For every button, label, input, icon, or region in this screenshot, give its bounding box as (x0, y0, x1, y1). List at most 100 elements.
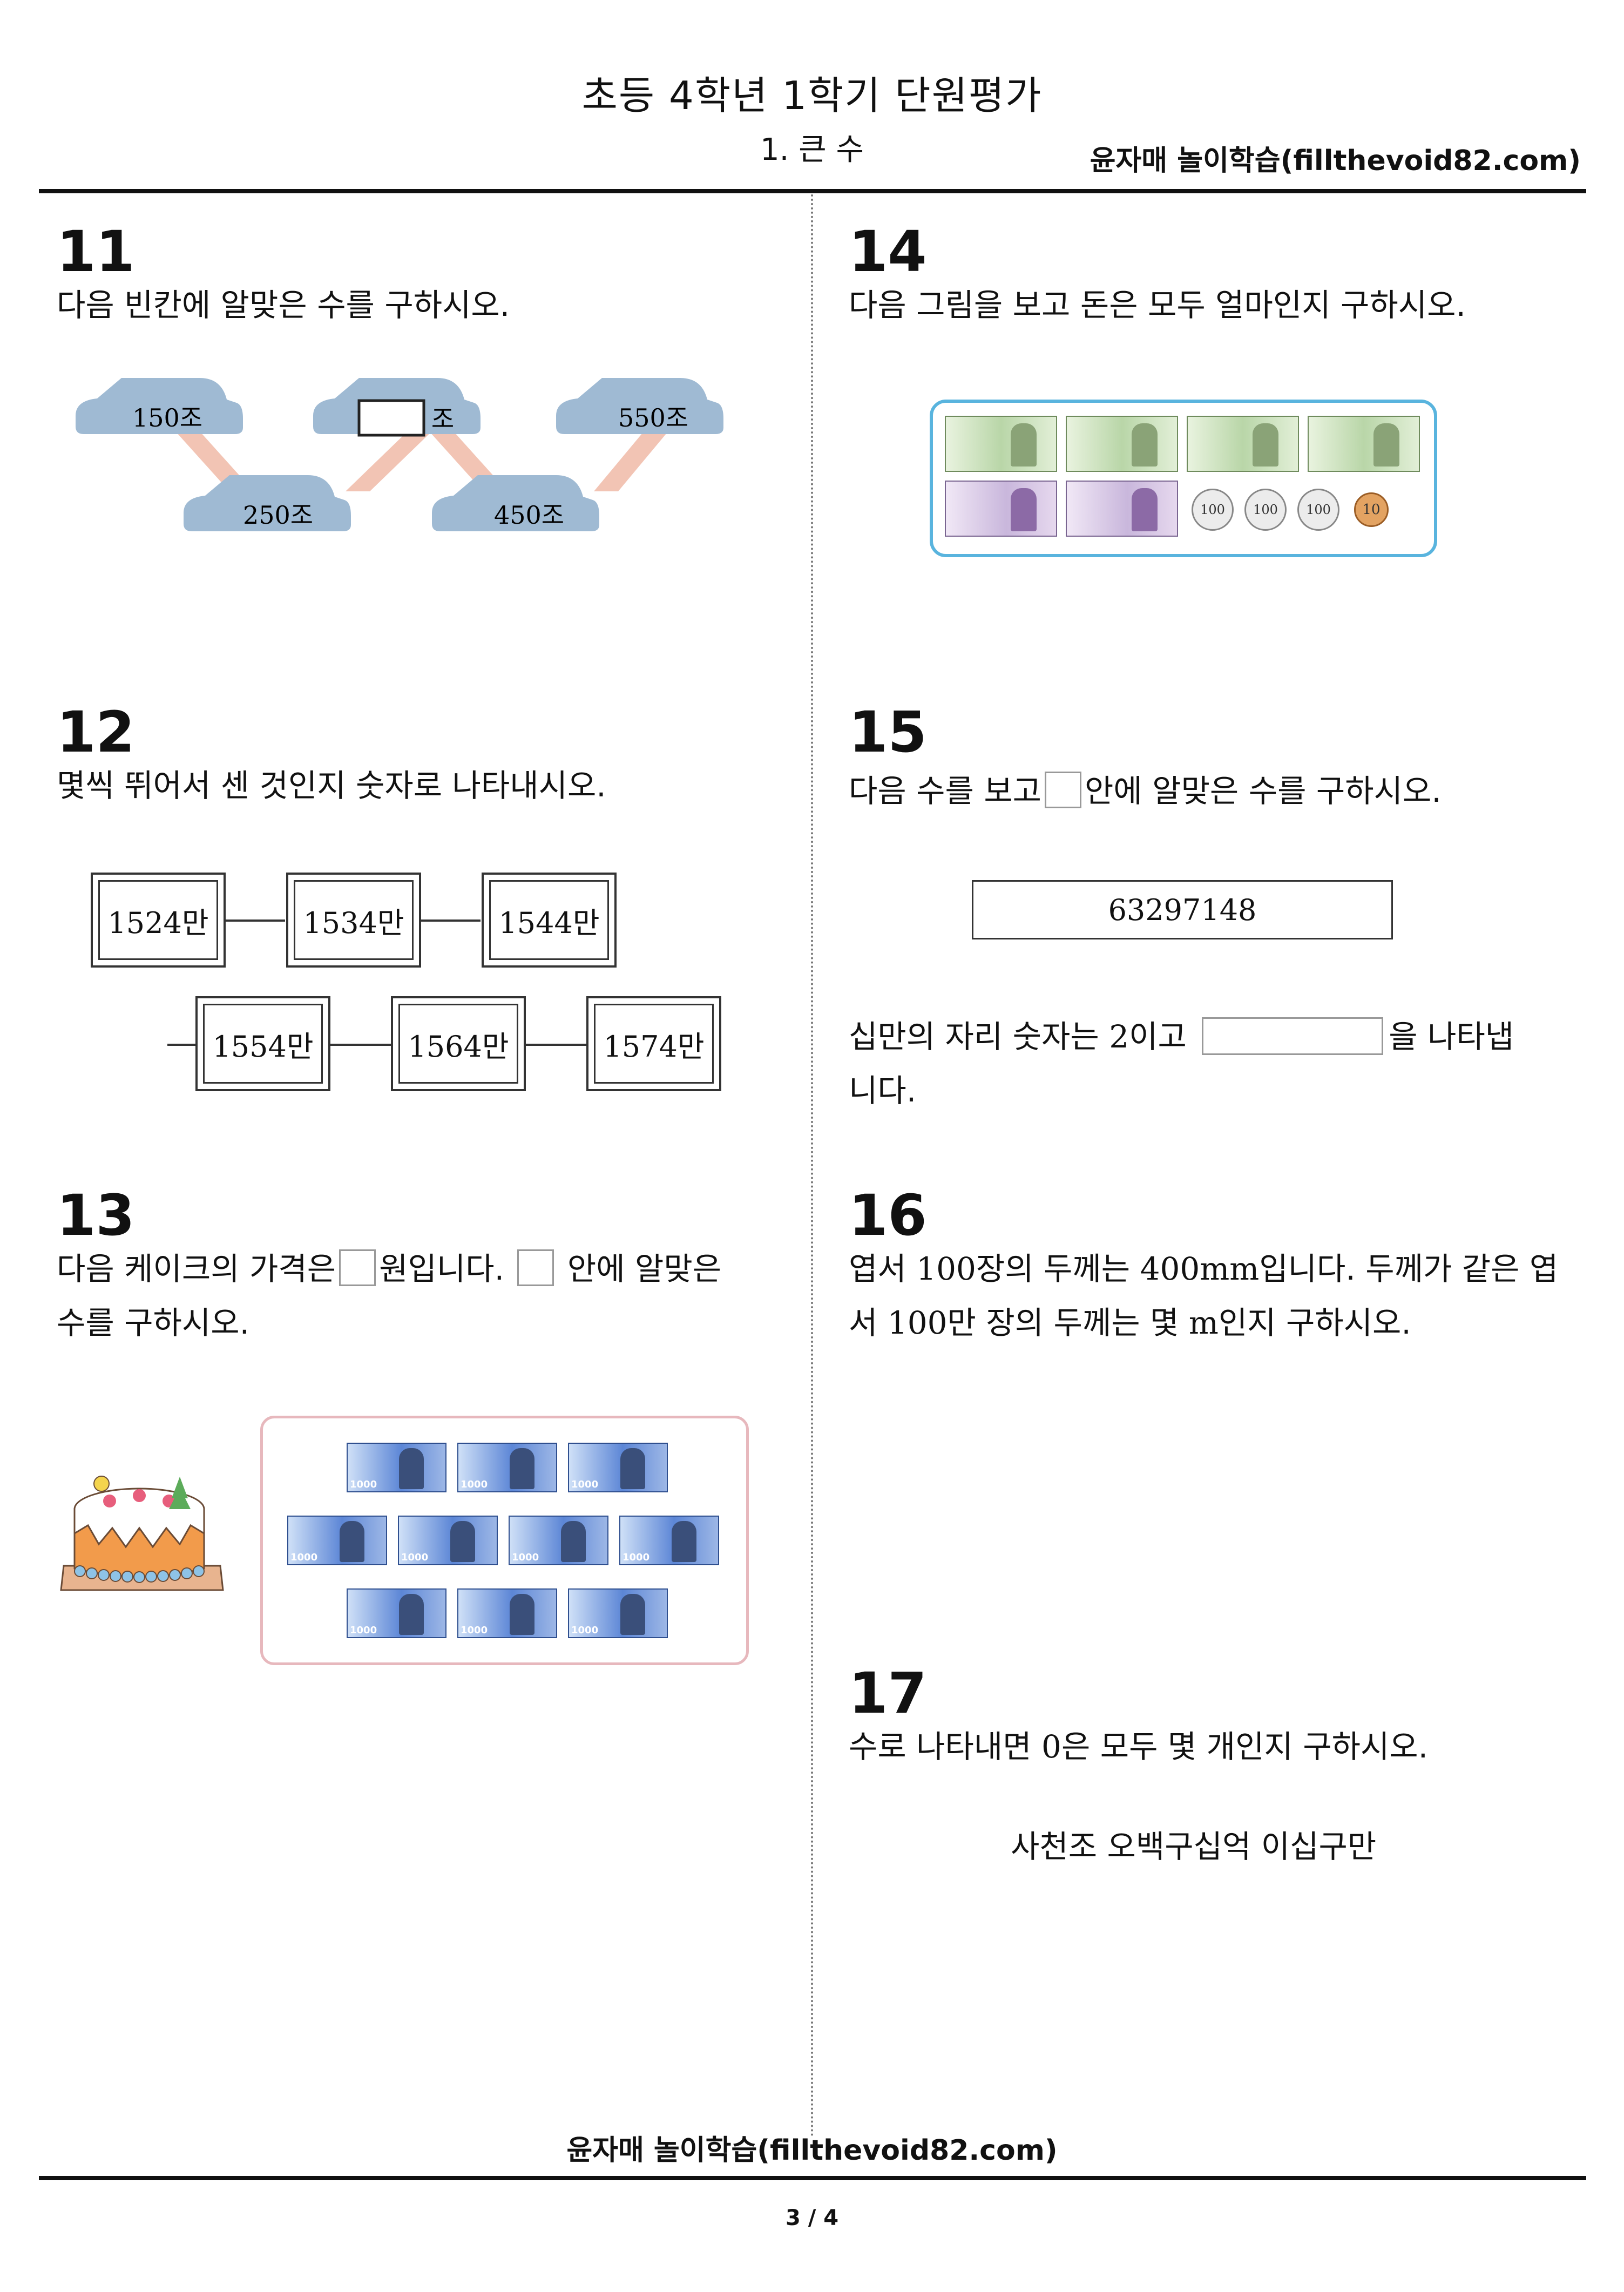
q13-text-part: 원입니다. (379, 1250, 505, 1287)
jump-value: 1534만 (303, 905, 404, 940)
page-title: 초등 4학년 1학기 단원평가 (581, 73, 1043, 118)
answer-blank-wide[interactable] (1202, 1017, 1384, 1055)
footer-brand: 윤자매 놀이학습(fillthevoid82.com) (566, 2134, 1058, 2167)
q16-unit: m (1188, 1304, 1219, 1341)
bill-1000-icon: 1000 (398, 1516, 498, 1565)
q15-text-part: 안에 알맞은 수를 구하시오. (1085, 773, 1442, 809)
coin-10-icon: 10 (1354, 492, 1389, 527)
bill-denomination: 1000 (401, 1552, 429, 1563)
bill-1000-icon: 1000 (457, 1443, 557, 1492)
q16-number: 100 (887, 1304, 948, 1341)
bill-1000-icon: 1000 (509, 1516, 608, 1565)
bill-green-icon (945, 416, 1057, 472)
bill-denomination: 1000 (290, 1552, 318, 1563)
jump-box-3: 1544만 (482, 873, 617, 968)
jump-connector (526, 1044, 586, 1046)
coin-100-icon: 100 (1297, 489, 1339, 531)
jump-value: 1574만 (603, 1029, 705, 1064)
bill-1000-icon: 1000 (457, 1588, 557, 1638)
question-number-15: 15 (849, 699, 927, 765)
header-rule (39, 189, 1586, 193)
question-number-14: 14 (849, 219, 927, 285)
jump-connector (421, 919, 481, 922)
jump-connector (330, 1044, 391, 1046)
car-shape-2 (184, 475, 351, 531)
jump-value: 1564만 (408, 1029, 509, 1064)
bill-denomination: 1000 (571, 1479, 599, 1490)
q15-text-part: 다음 수를 보고 (849, 773, 1042, 809)
question-13-text: 다음 케이크의 가격은 원입니다. 안에 알맞은 수를 구하시오. (57, 1242, 780, 1350)
bill-denomination: 1000 (461, 1625, 488, 1636)
question-17-text: 수로 나타내면 0은 모두 몇 개인지 구하시오. (849, 1720, 1428, 1774)
coin-100-icon: 100 (1192, 489, 1234, 531)
q17-text-part: 은 모두 몇 개인지 구하시오. (1061, 1728, 1429, 1765)
q15-text-part: 이고 (1129, 1018, 1187, 1055)
q16-text-part: 만 장의 두께는 몇 (947, 1304, 1179, 1341)
q15-digit: 2 (1109, 1018, 1129, 1055)
question-16-text: 엽서 100장의 두께는 400mm입니다. 두께가 같은 엽 서 100만 장… (849, 1242, 1572, 1350)
bill-denomination: 1000 (350, 1625, 377, 1636)
car-shape-4 (432, 475, 599, 531)
jump-box-2: 1534만 (286, 873, 421, 968)
answer-blank-box[interactable] (339, 1249, 376, 1286)
bill-1000-icon: 1000 (347, 1588, 446, 1638)
bill-purple-icon (1066, 481, 1178, 537)
footer-rule (39, 2176, 1586, 2180)
number-in-words: 사천조 오백구십억 이십구만 (1011, 1828, 1377, 1865)
header-brand: 윤자매 놀이학습(fillthevoid82.com) (1090, 145, 1581, 177)
q13-text-part: 안에 알맞은 (567, 1250, 722, 1287)
question-number-13: 13 (57, 1182, 135, 1248)
car-jump-diagram: 150조 250조 조 450조 550조 (76, 378, 723, 531)
unit-subtitle: 1. 큰 수 (760, 132, 864, 167)
jump-box-4: 1554만 (195, 996, 330, 1091)
bill-purple-icon (945, 481, 1057, 537)
q15-text-part: 니다. (849, 1072, 917, 1109)
bill-green-icon (1066, 416, 1178, 472)
bill-1000-icon: 1000 (287, 1516, 387, 1565)
bill-1000-icon: 1000 (568, 1443, 668, 1492)
car-label-2: 250조 (243, 501, 313, 530)
q15-text-part: 십만의 자리 숫자는 (849, 1018, 1099, 1055)
q16-text-part: 입니다. 두께가 같은 엽 (1259, 1250, 1559, 1287)
q16-text-part: 인지 구하시오. (1218, 1304, 1411, 1341)
jump-connector (226, 919, 285, 922)
cake-illustration (60, 1476, 224, 1591)
question-12-text: 몇씩 뛰어서 센 것인지 숫자로 나타내시오. (57, 767, 606, 804)
answer-blank-box[interactable] (517, 1249, 554, 1286)
q16-number: 100 (916, 1250, 976, 1287)
question-number-11: 11 (57, 219, 135, 285)
jump-box-5: 1564만 (391, 996, 526, 1091)
q16-unit: 400mm (1140, 1250, 1260, 1287)
page-number: 3 / 4 (785, 2206, 839, 2230)
bill-denomination: 1000 (571, 1625, 599, 1636)
coin-100-icon: 100 (1244, 489, 1287, 531)
q13-text-part: 수를 구하시오. (57, 1304, 250, 1341)
column-divider (811, 194, 813, 2138)
q16-text-part: 엽서 (849, 1250, 906, 1287)
car-label-5: 550조 (618, 403, 688, 432)
question-14-text: 다음 그림을 보고 돈은 모두 얼마인지 구하시오. (849, 287, 1466, 323)
jump-value: 1544만 (498, 905, 600, 940)
jump-box-1: 1524만 (91, 873, 226, 968)
jump-value: 1554만 (212, 1029, 314, 1064)
answer-blank-box[interactable] (1045, 772, 1082, 808)
bill-denomination: 1000 (512, 1552, 539, 1563)
jump-value: 1524만 (107, 905, 209, 940)
jump-connector (167, 1044, 197, 1046)
q13-text-part: 다음 케이크의 가격은 (57, 1250, 336, 1287)
question-15-text: 다음 수를 보고 안에 알맞은 수를 구하시오. (849, 764, 1442, 818)
car-shape-1 (76, 378, 243, 434)
q16-text-part: 장의 두께는 (976, 1250, 1131, 1287)
question-number-17: 17 (849, 1660, 927, 1726)
jump-box-6: 1574만 (586, 996, 721, 1091)
answer-blank-box[interactable] (357, 399, 425, 437)
blank-unit-label: 조 (431, 404, 454, 434)
bill-denomination: 1000 (461, 1479, 488, 1490)
money-panel-q13 (260, 1416, 749, 1665)
q17-text-part: 수로 나타내면 (849, 1728, 1032, 1765)
question-11-text: 다음 빈칸에 알맞은 수를 구하시오. (57, 287, 510, 323)
bill-green-icon (1308, 416, 1420, 472)
q15-text-part: 을 나타냅 (1389, 1018, 1514, 1055)
question-15-statement: 십만의 자리 숫자는 2이고 을 나타냅 니다. (849, 1010, 1572, 1118)
